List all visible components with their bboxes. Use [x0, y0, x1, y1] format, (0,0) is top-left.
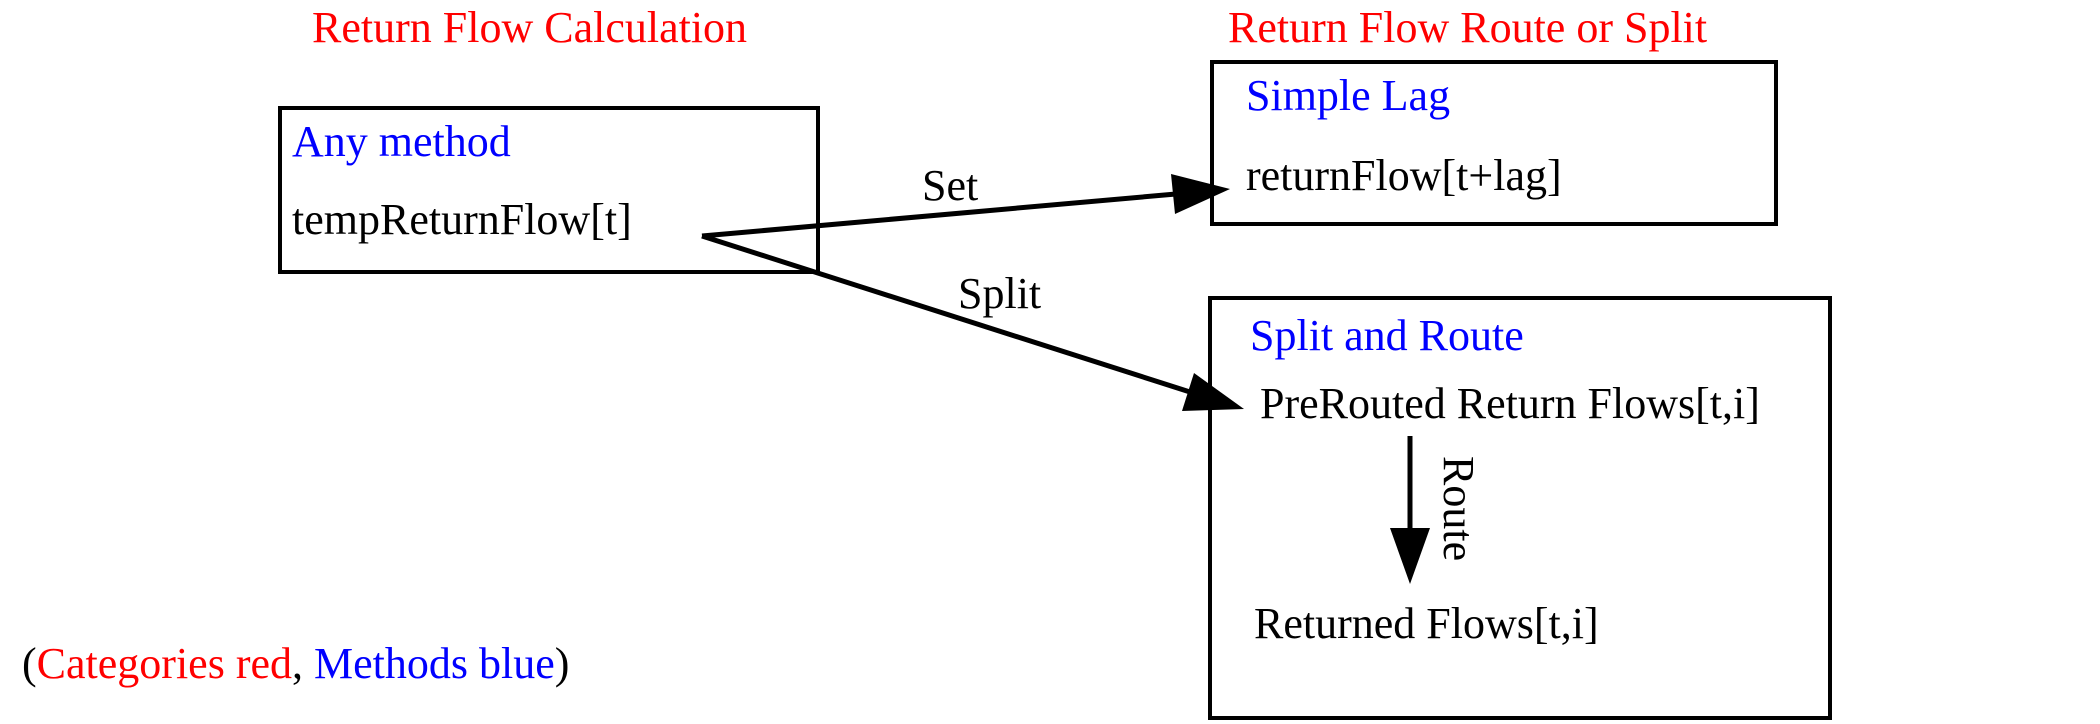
split-route-box — [1208, 296, 1832, 720]
route-edge-label: Route — [1434, 456, 1483, 562]
legend-open-paren: ( — [22, 639, 37, 688]
simple-lag-box — [1210, 60, 1778, 226]
split-arrowhead — [1182, 373, 1244, 411]
set-arrowhead — [1171, 174, 1230, 214]
simple-lag-method-label: Simple Lag — [1246, 71, 1451, 120]
split-arrow-line — [701, 233, 1191, 395]
split-route-method-label: Split and Route — [1250, 311, 1524, 360]
legend-close-paren: ) — [554, 639, 570, 688]
prerouted-return-flows-variable: PreRouted Return Flows[t,i] — [1260, 379, 1760, 428]
legend-categories-text: Categories red — [36, 639, 292, 688]
route-arrowhead — [1390, 528, 1430, 584]
calculation-box — [278, 106, 820, 274]
legend-methods-text: Methods blue — [314, 639, 555, 688]
legend-comma: , — [292, 639, 314, 688]
returned-flows-variable: Returned Flows[t,i] — [1254, 599, 1599, 648]
set-arrow-line — [701, 191, 1177, 239]
split-edge-label: Split — [958, 269, 1042, 318]
category-title-route-split: Return Flow Route or Split — [1228, 3, 1708, 52]
legend: (Categories red, Methods blue) — [22, 642, 569, 686]
temp-return-flow-variable: tempReturnFlow[t] — [292, 195, 632, 244]
set-edge-label: Set — [922, 161, 979, 210]
return-flow-lag-variable: returnFlow[t+lag] — [1246, 151, 1562, 200]
category-title-calculation: Return Flow Calculation — [312, 3, 748, 52]
calculation-method-label: Any method — [292, 117, 511, 166]
